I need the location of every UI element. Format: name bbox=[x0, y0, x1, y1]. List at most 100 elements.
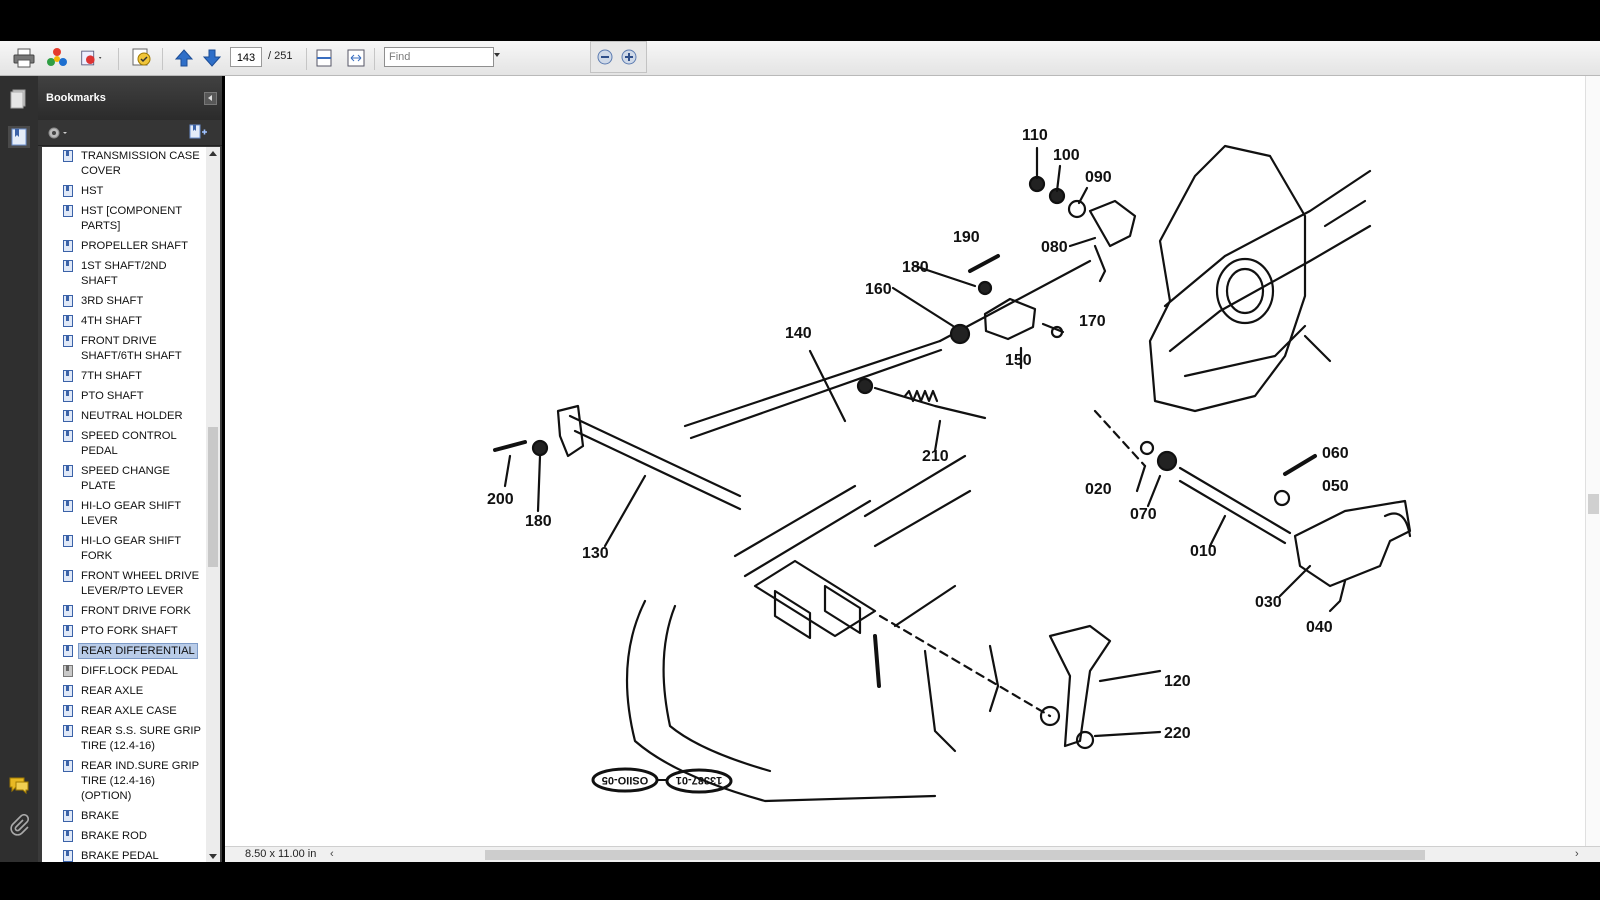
bookmark-item[interactable]: HI-LO GEAR SHIFT LEVER bbox=[42, 497, 206, 532]
spring-coil bbox=[903, 389, 939, 403]
bookmarks-panel-icon[interactable] bbox=[8, 126, 30, 148]
bookmark-item[interactable]: REAR AXLE CASE bbox=[42, 702, 206, 722]
bookmark-item[interactable]: 7TH SHAFT bbox=[42, 367, 206, 387]
bookmark-label: PTO SHAFT bbox=[81, 390, 144, 402]
leader-line bbox=[1068, 236, 1097, 248]
bookmark-label: REAR AXLE CASE bbox=[81, 705, 177, 717]
housing-line bbox=[1303, 334, 1332, 363]
toolbar-separator bbox=[118, 48, 119, 70]
find-input[interactable]: Find bbox=[384, 47, 494, 67]
part-label-160: 160 bbox=[865, 281, 892, 298]
part-060-pin bbox=[1283, 454, 1317, 476]
next-page-icon[interactable] bbox=[200, 46, 224, 70]
bookmark-item[interactable]: HST [COMPONENT PARTS] bbox=[42, 202, 206, 237]
part-130-shaft bbox=[568, 414, 742, 511]
fit-page-icon[interactable] bbox=[312, 46, 336, 70]
part-220-bolt-head bbox=[1075, 730, 1095, 750]
bookmark-item[interactable]: DIFF.LOCK PEDAL bbox=[42, 662, 206, 682]
part-label-090: 090 bbox=[1085, 169, 1112, 186]
bookmark-item[interactable]: FRONT DRIVE FORK bbox=[42, 602, 206, 622]
scroll-left-icon[interactable]: ‹ bbox=[330, 848, 334, 860]
document-vertical-scrollbar[interactable] bbox=[1585, 76, 1600, 846]
scroll-down-icon[interactable] bbox=[209, 854, 217, 859]
bookmark-icon bbox=[63, 335, 73, 347]
bookmark-item[interactable]: PTO SHAFT bbox=[42, 387, 206, 407]
part-label-190: 190 bbox=[953, 229, 980, 246]
case-inner bbox=[662, 604, 772, 773]
bookmark-icon bbox=[63, 760, 73, 772]
horizontal-scroll-thumb[interactable] bbox=[485, 850, 1425, 860]
options-gear-icon[interactable] bbox=[46, 125, 70, 146]
leader-line bbox=[1135, 464, 1147, 493]
zoom-in-icon[interactable] bbox=[617, 45, 641, 69]
leader-line bbox=[808, 349, 847, 423]
page-number-input[interactable]: 143 bbox=[230, 47, 262, 67]
page-thumbnails-icon[interactable] bbox=[8, 88, 30, 110]
bookmark-item[interactable]: 3RD SHAFT bbox=[42, 292, 206, 312]
collapse-panel-button[interactable] bbox=[204, 92, 217, 105]
bookmark-item[interactable]: BRAKE PEDAL bbox=[42, 847, 206, 863]
bookmark-item[interactable]: SPEED CONTROL PEDAL bbox=[42, 427, 206, 462]
housing-bore-inner bbox=[1225, 267, 1265, 315]
part-label-010: 010 bbox=[1190, 543, 1217, 560]
zoom-out-icon[interactable] bbox=[593, 45, 617, 69]
bookmark-item[interactable]: PTO FORK SHAFT bbox=[42, 622, 206, 642]
bookmark-icon bbox=[63, 465, 73, 477]
part-label-210: 210 bbox=[922, 448, 949, 465]
part-080-arm bbox=[1088, 199, 1137, 248]
bookmark-label: PTO FORK SHAFT bbox=[81, 625, 178, 637]
new-bookmark-icon[interactable] bbox=[188, 124, 208, 145]
leader-line bbox=[1093, 730, 1162, 738]
bookmark-item[interactable]: NEUTRAL HOLDER bbox=[42, 407, 206, 427]
bookmark-icon bbox=[63, 810, 73, 822]
review-icon[interactable] bbox=[130, 46, 154, 70]
bookmark-item[interactable]: REAR IND.SURE GRIP TIRE (12.4-16) (OPTIO… bbox=[42, 757, 206, 807]
part-090-washer bbox=[1067, 199, 1087, 219]
bookmarks-scrollbar[interactable] bbox=[206, 147, 220, 863]
bookmark-icon bbox=[63, 390, 73, 402]
bookmark-item[interactable]: BRAKE bbox=[42, 807, 206, 827]
bookmark-label: DIFF.LOCK PEDAL bbox=[81, 665, 178, 677]
bookmark-item[interactable]: REAR DIFFERENTIAL bbox=[42, 642, 206, 662]
navigation-pane-strip bbox=[0, 76, 38, 862]
bookmark-item[interactable]: 1ST SHAFT/2ND SHAFT bbox=[42, 257, 206, 292]
bookmark-item[interactable]: SPEED CHANGE PLATE bbox=[42, 462, 206, 497]
leader-line bbox=[1055, 164, 1062, 193]
bookmark-item[interactable]: REAR AXLE bbox=[42, 682, 206, 702]
part-120-boss bbox=[1039, 705, 1061, 727]
bookmark-item[interactable]: REAR S.S. SURE GRIP TIRE (12.4-16) bbox=[42, 722, 206, 757]
exploded-parts-diagram: 110 100 090 080 190 180 160 170 150 140 … bbox=[487, 127, 1412, 803]
part-070-nut bbox=[1156, 450, 1178, 472]
bookmark-item[interactable]: HI-LO GEAR SHIFT FORK bbox=[42, 532, 206, 567]
document-tools-icon[interactable] bbox=[80, 46, 104, 70]
bookmark-label: NEUTRAL HOLDER bbox=[81, 410, 183, 422]
part-label-110: 110 bbox=[1022, 127, 1048, 144]
leader-line bbox=[536, 454, 542, 513]
bookmark-item[interactable]: 4TH SHAFT bbox=[42, 312, 206, 332]
toolbar-separator bbox=[306, 48, 307, 70]
bookmark-item[interactable]: FRONT DRIVE SHAFT/6TH SHAFT bbox=[42, 332, 206, 367]
fit-width-icon[interactable] bbox=[344, 46, 368, 70]
bookmark-icon bbox=[63, 150, 73, 162]
scroll-right-icon[interactable]: › bbox=[1575, 848, 1579, 860]
attachments-icon[interactable] bbox=[8, 813, 30, 836]
comments-icon[interactable] bbox=[8, 774, 30, 796]
bookmarks-scroll-thumb[interactable] bbox=[208, 427, 218, 567]
previous-page-icon[interactable] bbox=[172, 46, 196, 70]
print-icon[interactable] bbox=[12, 46, 36, 70]
collaborate-icon[interactable] bbox=[45, 46, 69, 70]
find-dropdown-icon[interactable] bbox=[494, 53, 500, 57]
bookmark-item[interactable]: PROPELLER SHAFT bbox=[42, 237, 206, 257]
bookmark-item[interactable]: TRANSMISSION CASE COVER bbox=[42, 147, 206, 182]
bookmark-icon bbox=[63, 370, 73, 382]
bookmark-label: 3RD SHAFT bbox=[81, 295, 144, 307]
fork-tine bbox=[1383, 512, 1412, 538]
bookmark-item[interactable]: BRAKE ROD bbox=[42, 827, 206, 847]
bookmark-item[interactable]: FRONT WHEEL DRIVE LEVER/PTO LEVER bbox=[42, 567, 206, 602]
scroll-up-icon[interactable] bbox=[209, 151, 217, 156]
leader-line bbox=[1146, 474, 1162, 508]
bookmark-item[interactable]: HST bbox=[42, 182, 206, 202]
document-page: 110 100 090 080 190 180 160 170 150 140 … bbox=[225, 76, 1585, 846]
part-020-washer bbox=[1139, 440, 1155, 456]
document-scroll-thumb[interactable] bbox=[1588, 494, 1599, 514]
